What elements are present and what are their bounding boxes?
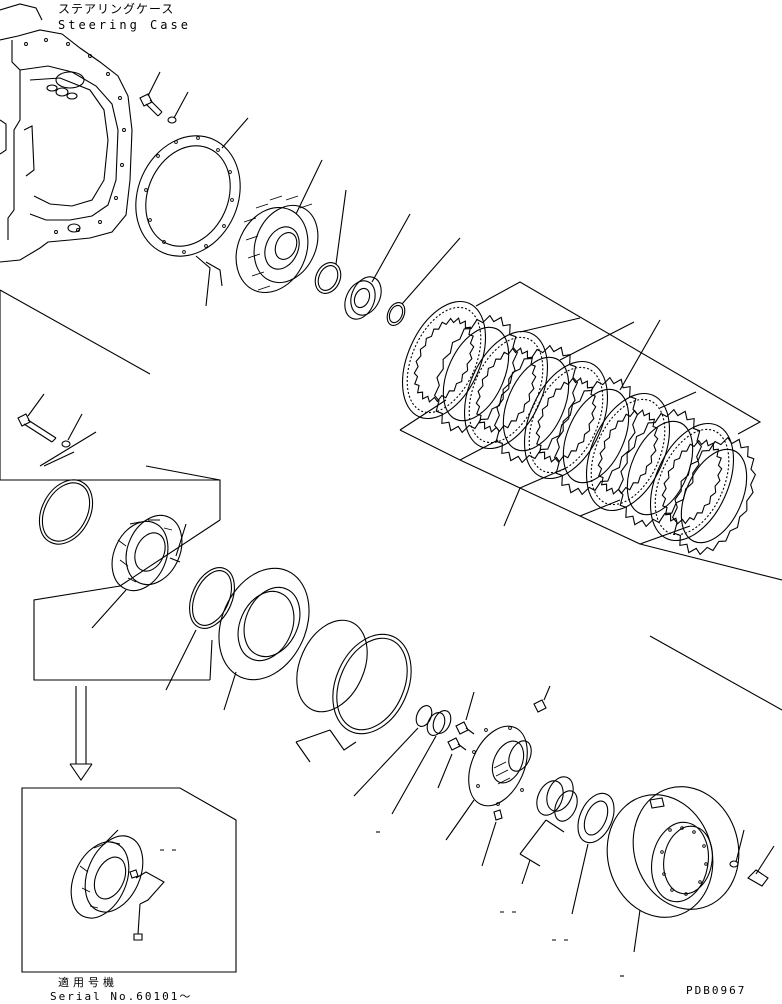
bearing [339,214,410,324]
bolt-lower [18,394,96,466]
disc-outer-edge [386,289,502,432]
bolt-right [620,830,774,976]
seal-ring [166,561,243,690]
snap-ring-3 [354,703,435,796]
outer-drum [593,774,753,952]
title-japanese: ステアリングケース [58,2,175,16]
friction-plates [283,609,426,762]
steering-case [0,4,132,262]
clutch-disc-7 [570,381,686,524]
bolt-upper [140,72,188,123]
disc-lining [392,296,495,424]
seal-pair [500,773,582,912]
disc-teeth [602,397,718,540]
gasket-plate [117,118,259,306]
left-bracket [0,290,220,680]
small-bolts [438,686,550,866]
retainer-cover [92,507,192,628]
disc-inner-teeth [586,401,669,503]
disc-inner-edge [550,379,642,492]
disc-outer-edge [448,319,564,462]
clutch-disc-1 [386,289,502,432]
clutch-disc-5 [508,349,624,492]
serial-number-label: Serial No.60101～ [50,990,193,1003]
title-english: Steering Case [58,18,191,32]
clutch-disc-stack [386,289,772,568]
disc-inner-teeth [402,309,485,411]
disc-lining [576,388,679,516]
disc-inner-edge [614,411,706,524]
disc-inner-edge [430,317,522,430]
clutch-disc-3 [448,319,564,462]
disc-teeth [656,425,772,568]
disc-teeth [538,365,654,508]
clutch-disc-2 [418,303,534,446]
o-ring [29,471,103,554]
drawing-code: PDB0967 [686,984,747,997]
disc-lining [514,356,617,484]
disc-inner-edge [490,347,582,460]
disc-outer-edge [634,411,750,554]
snap-ring-1 [311,190,346,297]
inset-box [22,788,236,972]
snap-ring-2 [384,238,460,328]
disc-inner-edge [668,439,760,552]
clutch-disc-10 [656,425,772,568]
disc-teeth [478,333,594,476]
flange-hub [446,717,539,840]
brake-plate [202,554,326,710]
clutch-disc-6 [538,365,654,508]
clutch-disc-9 [634,411,750,554]
hub-drum [223,160,330,304]
disc-outer-edge [570,381,686,524]
disc-outer-edge [508,349,624,492]
clutch-disc-4 [478,333,594,476]
disc-inner-teeth [464,339,547,441]
disc-inner-teeth [650,431,733,533]
down-arrow-icon [70,686,92,780]
disc-teeth [418,303,534,446]
bearing-lower [552,788,621,940]
disc-stack-leaders [400,282,782,710]
applicable-label: 適用号機 [58,976,118,989]
bushing [376,708,454,832]
disc-inner-teeth [524,369,607,471]
clutch-disc-8 [602,397,718,540]
disc-lining [454,326,557,454]
